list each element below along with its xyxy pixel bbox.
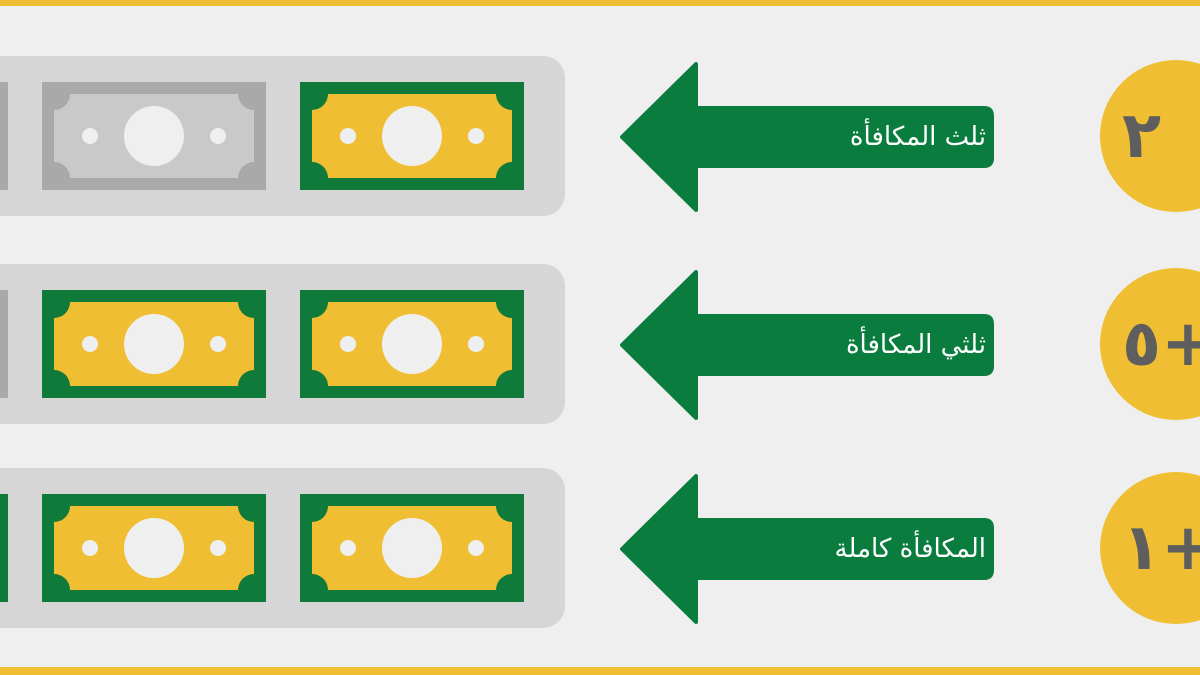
duration-badge-text: +١ [1122, 511, 1200, 585]
bill-slot-1 [300, 290, 524, 398]
bill-slot-2 [42, 82, 266, 190]
banknote-icon [300, 290, 524, 398]
banknote-empty-icon [0, 290, 8, 398]
reward-row-1: ثلث المكافأة ٢ [0, 56, 1200, 216]
banknote-empty-icon [42, 82, 266, 190]
arrow-left-icon: المكافأة كاملة [620, 474, 996, 624]
bill-slot-2 [42, 290, 266, 398]
duration-badge: ٢ [1100, 60, 1200, 212]
duration-badge: +٥ [1100, 268, 1200, 420]
banknote-icon [300, 494, 524, 602]
arrow-left-icon: ثلث المكافأة [620, 62, 996, 212]
bill-slot-3 [0, 290, 8, 398]
arrow-shape [620, 62, 994, 212]
bill-slot-1 [300, 494, 524, 602]
bill-slot-3 [0, 82, 8, 190]
duration-badge-text: ٢ [1122, 99, 1162, 173]
bill-slot-3 [0, 494, 8, 602]
banknote-icon [300, 82, 524, 190]
arrow-shape [620, 270, 994, 420]
duration-badge-text: +٥ [1122, 307, 1200, 381]
bottom-frame-line [0, 667, 1200, 675]
banknote-empty-icon [0, 82, 8, 190]
top-frame-line [0, 0, 1200, 6]
banknote-icon [42, 290, 266, 398]
reward-row-3: المكافأة كاملة +١ [0, 468, 1200, 628]
banknote-icon [0, 494, 8, 602]
duration-badge: +١ [1100, 472, 1200, 624]
arrow-shape [620, 474, 994, 624]
reward-label: ثلثي المكافأة [845, 330, 986, 360]
arrow-left-icon: ثلثي المكافأة [620, 270, 996, 420]
reward-label: ثلث المكافأة [849, 122, 986, 152]
reward-row-2: ثلثي المكافأة +٥ [0, 264, 1200, 424]
banknote-icon [42, 494, 266, 602]
reward-label: المكافأة كاملة [834, 534, 986, 564]
bill-slot-1 [300, 82, 524, 190]
bill-slot-2 [42, 494, 266, 602]
